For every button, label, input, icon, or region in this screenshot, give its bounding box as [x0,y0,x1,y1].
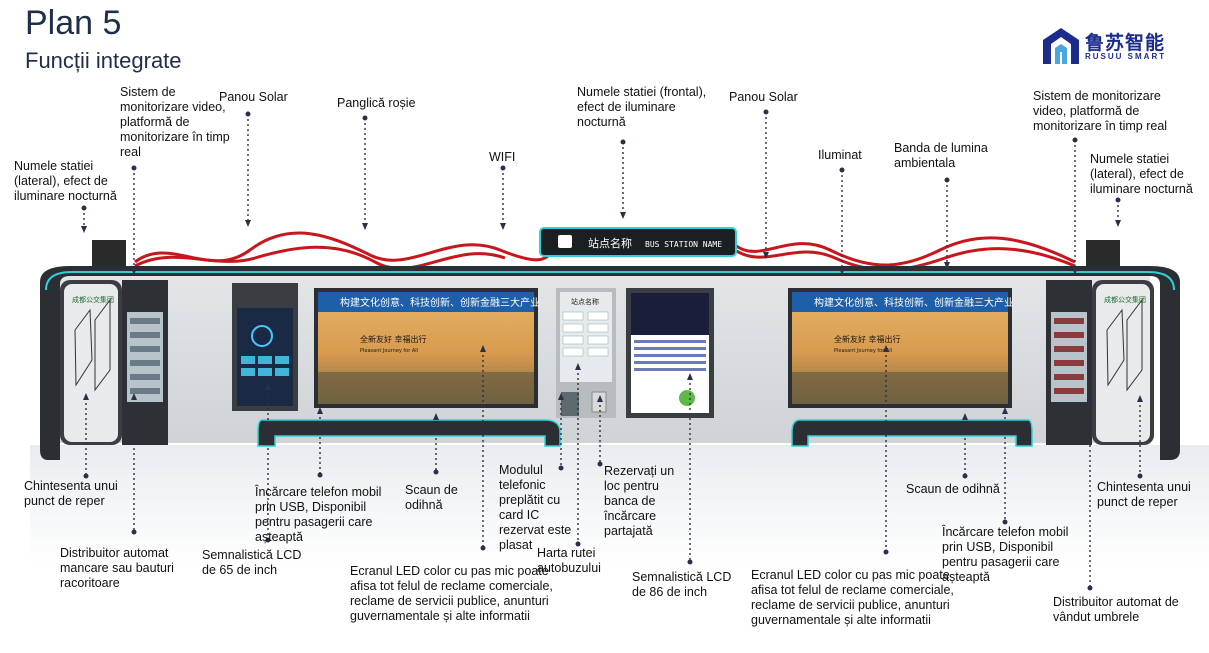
label-landmark-left: Chintesenta unui punct de reper [24,479,118,508]
station-sign-cn: 站点名称 [588,236,632,250]
label-ic-phone: Modulul telefonic preplătit cu card IC r… [499,463,572,552]
label-charging-bank: Rezervați un loc pentru banca de încărca… [604,464,675,538]
bus-icon [558,235,572,248]
leader-lines [83,112,1141,588]
vending-window-right [1051,312,1087,402]
bench-left [257,419,561,447]
label-route-map: Harta rutei autobuzului [537,546,601,575]
bench-right [791,419,1033,447]
leader-dots [81,109,1143,591]
left-landmark-panel [64,284,118,442]
right-landmark-panel [1096,284,1150,442]
label-led-right: Ecranul LED color cu pas mic poate afisa… [751,568,954,627]
label-name-side-left: Numele statiei (lateral), efect de ilumi… [14,159,117,203]
ad-city-right [792,372,1008,404]
label-ribbon: Panglică roșie [337,96,416,110]
side-brand-right: 成都公交集团 [1104,295,1146,304]
label-name-side-right: Numele statiei (lateral), efect de ilumi… [1090,152,1193,196]
page-title: Plan 5 [25,4,122,42]
page-subtitle: Funcții integrate [25,48,182,73]
logo-english-text: RUSUU SMART [1085,52,1167,61]
label-seat-left: Scaun de odihnă [405,483,458,512]
label-landmark-right: Chintesenta unui punct de reper [1097,480,1191,509]
route-map-lines [562,311,609,357]
ad-header-left [318,292,534,312]
label-lcd86: Semnalistică LCD de 86 de inch [632,570,732,599]
vending-window-left [127,312,163,402]
label-ambient: Banda de lumina ambientala [894,141,988,170]
ad-slogan-en-right: Pleasant Journey for All [834,348,892,354]
landmark-graphic-left [74,298,111,392]
label-light: Iluminat [818,148,862,162]
station-name-sign [539,227,737,257]
side-brand-left: 成都公交集团 [72,295,114,304]
ad-headline-right: 构建文化创意、科技创新、创新金融三大产业 [814,296,1014,309]
label-lcd65: Semnalistică LCD de 65 de inch [202,548,302,577]
ad-slogan-en-left: Pleasant Journey for All [360,348,418,354]
ad-headline-left: 构建文化创意、科技创新、创新金融三大产业 [340,296,540,309]
label-vending-food: Distribuitor automat mancare sau bauturi… [60,546,174,590]
ground-reflection [30,445,1209,565]
station-sign-en: BUS STATION NAME [645,240,722,249]
ad-city-left [318,372,534,404]
label-seat-right: Scaun de odihnă [906,482,1000,496]
label-name-front: Numele statiei (frontal), efect de ilumi… [577,85,707,129]
label-solar-left: Panou Solar [219,90,288,104]
pillar-sign-text: 站点名称 [571,297,599,306]
label-usb-left: Încărcare telefon mobil prin USB, Dispon… [255,485,382,544]
lcd-65-clock-icon [251,325,273,347]
ad-slogan-right: 全新友好 幸福出行 [834,334,901,344]
label-usb-right: Încărcare telefon mobil prin USB, Dispon… [942,525,1069,584]
lcd-86-top-panel [631,293,709,335]
logo-mark-icon [1043,28,1079,64]
label-cctv-right: Sistem de monitorizare video, platformă … [1033,89,1168,133]
ambient-light-strip [45,271,1175,291]
lcd-86-lines [634,340,706,371]
vending-umbrellas [1054,318,1084,394]
label-wifi: WIFI [489,150,516,164]
solar-panel-right [1086,240,1120,266]
ic-card-phone [561,392,579,416]
label-solar-right: Panou Solar [729,90,798,104]
landmark-graphic-right [1106,298,1143,392]
brand-logo: 鲁苏智能 RUSUU SMART [1041,26,1181,66]
label-led-left: Ecranul LED color cu pas mic poate afisa… [350,564,553,623]
solar-panel-left [92,240,126,266]
ad-slogan-left: 全新友好 幸福出行 [360,334,427,344]
label-cctv-left: Sistem de monitorizare video, platformă … [120,85,230,159]
ad-header-right [792,292,1008,312]
lcd-86-logo-icon [679,390,695,406]
leader-arrowheads [81,212,1143,420]
logo-chinese-text: 鲁苏智能 [1085,33,1166,54]
label-umbrella: Distribuitor automat de vândut umbrele [1053,595,1179,624]
vending-items-left [130,318,160,394]
lcd-65-tiles [241,356,289,376]
